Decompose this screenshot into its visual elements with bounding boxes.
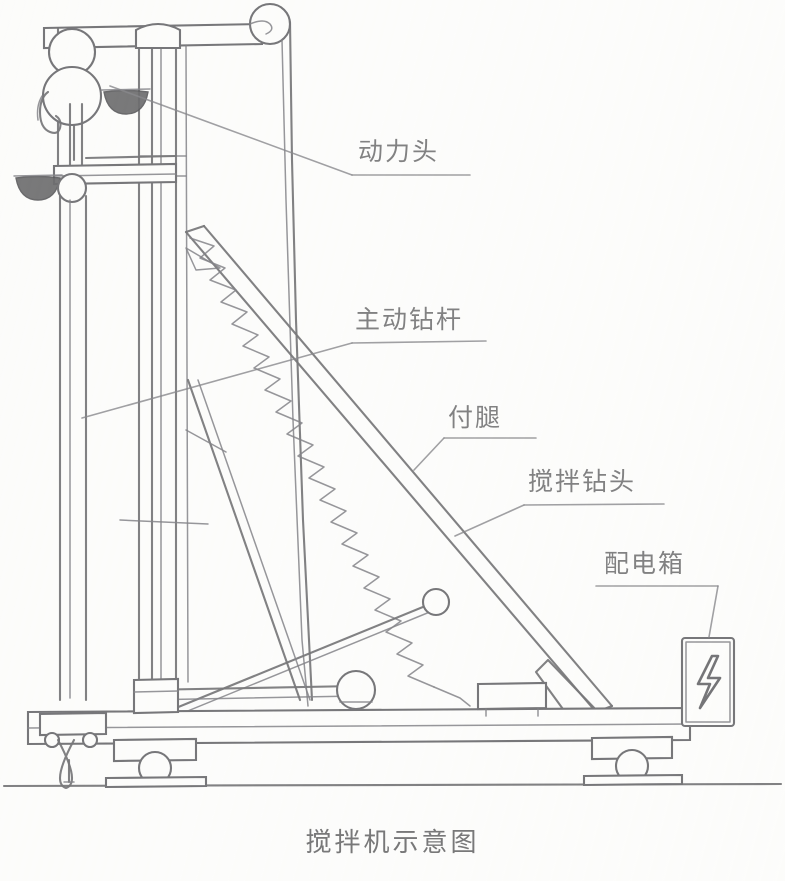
roller-support-left	[104, 737, 208, 789]
top-pulley-icon	[248, 2, 292, 46]
leader-line-power-box	[708, 585, 719, 638]
leader-underline-drive-rod	[351, 340, 487, 344]
counterweight-bowl-lower	[13, 174, 63, 201]
guide-roller-icon	[56, 172, 88, 204]
drill-bit-assembly	[38, 711, 108, 790]
leader-lines	[81, 85, 719, 638]
label-power-box: 配电箱	[604, 549, 686, 578]
leader-line-power-head	[109, 85, 353, 176]
counterweight-bowl-upper	[101, 88, 151, 115]
label-mixing-bit: 搅拌钻头	[528, 467, 637, 496]
hook-icon	[36, 90, 62, 134]
leader-line-mixing-bit	[454, 504, 525, 537]
gearbox-block	[476, 681, 548, 711]
leader-line-support-leg	[413, 437, 445, 471]
power-head-assembly	[13, 27, 178, 702]
label-support-leg: 付腿	[448, 403, 503, 432]
brace-pivot-icon	[421, 587, 451, 617]
lightning-bolt-icon	[696, 654, 722, 710]
mast-foot-block	[132, 677, 180, 715]
swivel-ball-icon	[335, 669, 377, 711]
lattice-support-leg	[184, 224, 614, 718]
base-platform	[26, 669, 692, 746]
leader-line-drive-rod	[81, 342, 353, 419]
figure-caption: 搅拌机示意图	[305, 828, 480, 858]
roller-support-right	[582, 735, 684, 787]
leader-underline-mixing-bit	[523, 503, 665, 506]
label-drive-rod: 主动钻杆	[355, 305, 464, 334]
lower-sheave-icon	[41, 65, 103, 127]
label-power-head: 动力头	[358, 137, 440, 166]
power-distribution-box	[680, 636, 736, 728]
